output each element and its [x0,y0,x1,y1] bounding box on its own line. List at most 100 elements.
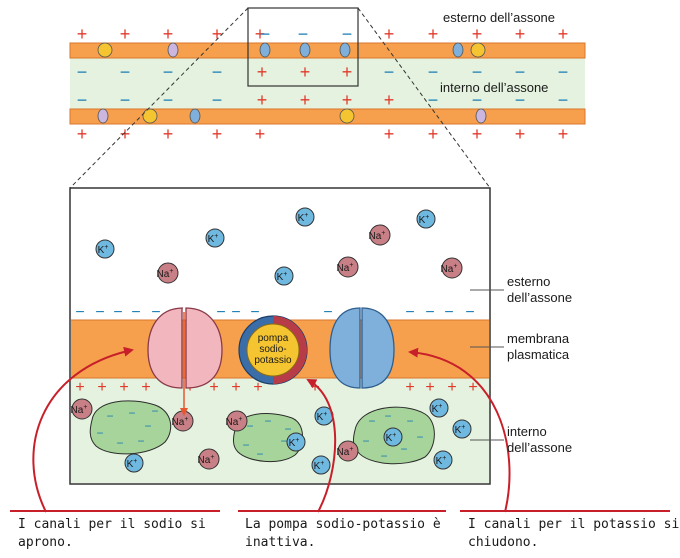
top-outer-plus-9: + [558,24,569,44]
detail-inner-plus-9: + [405,379,414,396]
potassium-ion-6 [286,432,306,452]
potassium-ion-4 [416,209,436,229]
potassium-ion-label-3: K+ [277,271,288,283]
caption-arrow-sodium [32,346,134,513]
top-window-lower-plus-2: + [342,90,353,110]
potassium-ion-3 [274,266,294,286]
top-membrane-protein-6 [470,42,486,58]
caption-potassium-channels: I canali per il potassio si chiudono. [468,517,680,550]
top-outside-label: esterno dell’assone [443,10,556,25]
potassium-ion-1 [95,239,115,259]
sodium-ion-label-1: Na+ [337,262,354,274]
detail-membrane-label: membrana plasmatica [507,331,570,362]
potassium-ion-label-4: K+ [419,214,430,226]
potassium-ion-charge-4: + [425,214,429,221]
top-bottom-plus-5: + [384,124,395,144]
potassium-ion-label-8: K+ [127,458,138,470]
top-outer-plus-7: + [472,24,483,44]
potassium-ion-0 [295,207,315,227]
detail-outside-label: esterno dell’assone [507,274,573,305]
top-membrane-protein-10 [339,108,355,124]
vesicle-minus-1: − [128,406,135,420]
potassium-ion-label-9: K+ [386,432,397,444]
potassium-ion-label-0: K+ [298,212,309,224]
caption-rule-2 [238,510,446,512]
top-inner-minus-upper-2: − [163,62,174,82]
potassium-ion-charge-6: + [295,437,299,444]
sodium-ion-label-4: Na+ [71,404,88,416]
detail-outer-minus-6: − [231,304,240,321]
vesicle-minus-0: − [106,409,113,423]
vesicle-minus-13: − [368,414,375,428]
top-window-lower-plus-3: + [384,90,395,110]
top-membrane-protein-4 [339,42,351,58]
top-outer-plus-0: + [77,24,88,44]
top-bottom-plus-4: + [255,124,266,144]
vesicle-minus-5: − [137,434,144,448]
sodium-ion-0 [369,224,391,246]
top-inner-minus-upper-5: − [428,62,439,82]
potassium-ion-charge-9: + [392,432,396,439]
top-membrane-protein-11 [475,108,487,124]
detail-outer-minus-7: − [250,304,259,321]
caption-arrow-pump [306,379,337,513]
detail-inner-plus-10: + [425,379,434,396]
vesicle-minus-7: − [246,419,253,433]
pump-core [246,323,300,377]
sodium-ion-label-5: Na+ [172,416,189,428]
vesicle-minus-16: − [362,434,369,448]
detail-outer-minus-9: − [405,304,414,321]
top-membrane-protein-5 [452,42,464,58]
top-inner-minus-lower-5: − [472,90,483,110]
top-bottom-plus-9: + [558,124,569,144]
caption-sodium-channels: I canali per il sodio si aprono. [18,517,206,550]
top-inside-label: interno dell’assone [440,80,549,95]
detail-inner-plus-1: + [97,379,106,396]
top-inner-minus-upper-4: − [384,62,395,82]
vesicle-minus-6: − [151,404,158,418]
vesicle-minus-3: − [144,419,151,433]
potassium-ion-label-10: K+ [432,403,443,415]
top-outer-plus-6: + [428,24,439,44]
sodium-ion-charge-1: + [349,262,353,269]
detail-outer-minus-10: − [425,304,434,321]
potassium-ion-label-1: K+ [98,244,109,256]
top-inner-minus-lower-6: − [515,90,526,110]
top-window-lower-plus-1: + [300,90,311,110]
vesicle-minus-18: − [416,430,423,444]
detail-outer-minus-4: − [151,304,160,321]
top-membrane-protein-0 [97,42,113,58]
sodium-ion-charge-5: + [184,416,188,423]
potassium-ion-label-5: K+ [317,411,328,423]
top-bottom-plus-6: + [428,124,439,144]
top-inner-minus-upper-7: − [515,62,526,82]
potassium-ion-label-2: K+ [208,233,219,245]
top-window-plus-2: + [342,62,353,82]
detail-inner-plus-6: + [231,379,240,396]
top-inner-minus-lower-0: − [77,90,88,110]
top-outer-plus-3: + [212,24,223,44]
top-membrane-protein-9 [189,108,201,124]
potassium-ion-10 [429,398,449,418]
top-membrane-protein-7 [97,108,109,124]
top-outer-plus-1: + [120,24,131,44]
potassium-ion-charge-11: + [461,424,465,431]
detail-inner-plus-11: + [447,379,456,396]
vesicle-minus-10: − [280,434,287,448]
top-window-plus-0: + [257,62,268,82]
vesicle-minus-14: − [384,409,391,423]
detail-inner-plus-12: + [468,379,477,396]
sodium-ion-6 [226,410,248,432]
sodium-ion-1 [337,256,359,278]
vesicle-minus-4: − [116,436,123,450]
caption-arrow-potassium [408,347,511,513]
top-bottom-plus-2: + [163,124,174,144]
sodium-ion-charge-2: + [169,268,173,275]
detail-outer-minus-5: − [216,304,225,321]
detail-inner-plus-2: + [119,379,128,396]
sodium-ion-label-2: Na+ [157,268,174,280]
top-inner-minus-lower-2: − [163,90,174,110]
potassium-ion-11 [452,419,472,439]
potassium-ion-9 [383,427,403,447]
pump-label-line-2: potassio [254,355,292,366]
